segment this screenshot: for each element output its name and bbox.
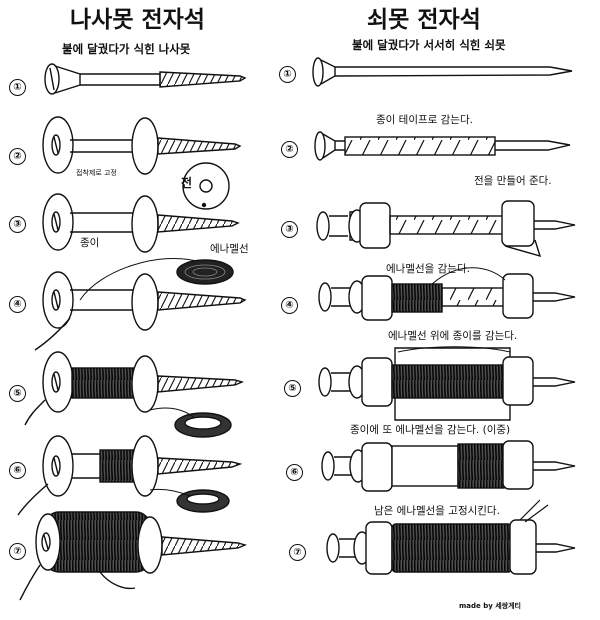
right-step-5: ⑤ — [284, 380, 301, 397]
label-jeon: 전 — [181, 176, 193, 190]
left-step5-screw — [24, 351, 245, 426]
label-double: 종이에 또 에나멜선을 감는다. (이중) — [350, 424, 511, 436]
right-step6-nail — [321, 440, 576, 492]
left-step2-screw — [42, 116, 242, 175]
left-step6-screw — [17, 435, 243, 516]
label-wind: 에나멜선을 감는다. — [386, 263, 470, 275]
left-step1-screw — [44, 63, 247, 95]
right-step-6: ⑥ — [286, 464, 303, 481]
left-step-1: ① — [9, 79, 26, 96]
right-step-2: ② — [281, 141, 298, 158]
right-step-4: ④ — [281, 297, 298, 314]
left-title: 나사못 전자석 — [70, 7, 205, 33]
right-step3-nail — [316, 200, 576, 258]
right-step-1: ① — [279, 66, 296, 83]
label-fix: 남은 에나멜선을 고정시킨다. — [374, 505, 500, 517]
left-step3-screw — [42, 193, 240, 253]
left-coil-spool-5 — [149, 407, 232, 438]
left-washer — [182, 162, 230, 210]
left-step-2: ② — [9, 148, 26, 165]
right-step-7: ⑦ — [289, 544, 306, 561]
label-paper-over: 에나멜선 위에 종이를 감는다. — [388, 330, 518, 342]
right-step5-nail — [318, 346, 576, 421]
credit: made by 세쌍게티 — [459, 602, 521, 610]
right-step1-nail — [312, 57, 573, 87]
left-enamel-coil — [176, 259, 234, 285]
right-step7-nail — [326, 499, 576, 575]
left-step-7: ⑦ — [9, 543, 26, 560]
left-step-5: ⑤ — [9, 385, 26, 402]
label-paper: 종이 — [80, 237, 100, 249]
label-tape: 종이 테이프로 감는다. — [376, 114, 473, 126]
left-step-6: ⑥ — [9, 462, 26, 479]
left-subtitle: 불에 달궜다가 식힌 나사못 — [62, 42, 191, 56]
left-coil-spool-6 — [149, 489, 230, 513]
left-step4-screw — [34, 258, 247, 351]
left-step-3: ③ — [9, 216, 26, 233]
right-step4-nail — [318, 267, 576, 321]
right-title: 쇠못 전자석 — [367, 7, 481, 33]
right-step2-nail — [314, 131, 571, 161]
label-make-jeon: 전을 만들어 준다. — [474, 175, 552, 187]
label-adhesive: 접착제로 고정 — [76, 169, 117, 177]
label-enamel: 에나멜선 — [210, 243, 249, 255]
left-step-4: ④ — [9, 296, 26, 313]
right-subtitle: 불에 달궜다가 서서히 식힌 쇠못 — [352, 38, 506, 52]
left-step7-screw — [19, 511, 248, 601]
right-step-3: ③ — [281, 221, 298, 238]
